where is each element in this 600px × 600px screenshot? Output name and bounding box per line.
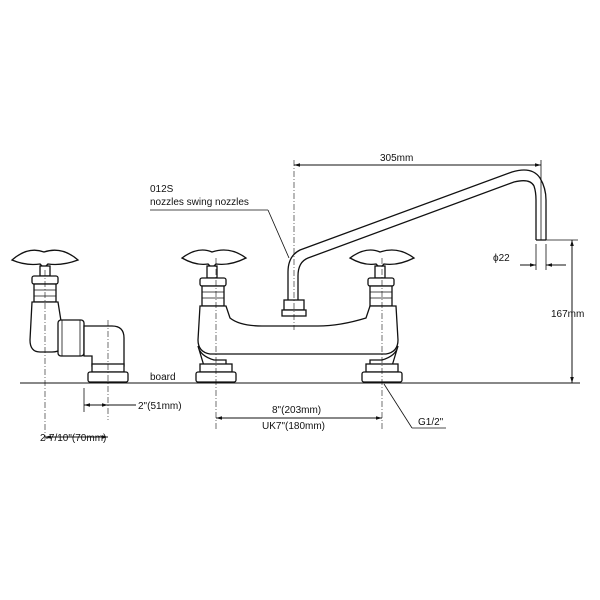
side-view-faucet <box>10 249 129 440</box>
thread-label: G1/2" <box>418 417 444 428</box>
right-hex-nut <box>369 285 393 307</box>
right-stem <box>374 265 386 279</box>
nozzle-desc-label: nozzles swing nozzles <box>150 197 249 208</box>
thread-leader <box>383 383 413 429</box>
side-handle <box>10 249 80 269</box>
height-label: 167mm <box>551 309 584 320</box>
bridge-body <box>197 305 399 355</box>
nozzle-dia-label: ϕ22 <box>493 253 510 264</box>
centers-label: 8"(203mm) <box>272 405 321 416</box>
centers-uk-label: UK7"(180mm) <box>262 421 325 432</box>
spout-inner <box>297 180 537 302</box>
model-label: 012S <box>150 184 174 195</box>
side-elbow <box>83 325 125 367</box>
left-hex-nut <box>201 285 225 307</box>
left-stem <box>206 265 218 279</box>
board-label: board <box>150 372 176 383</box>
right-nut-top <box>367 277 395 287</box>
side-depth-label: 2-7/10"(70mm) <box>40 433 106 444</box>
left-handle <box>180 249 248 269</box>
nozzle-leader <box>267 209 290 259</box>
front-view-faucet <box>180 160 547 430</box>
spout-outer <box>287 169 547 302</box>
left-nut-top <box>199 277 227 287</box>
side-offset-label: 2"(51mm) <box>138 401 182 412</box>
spout-reach-label: 305mm <box>380 153 413 164</box>
